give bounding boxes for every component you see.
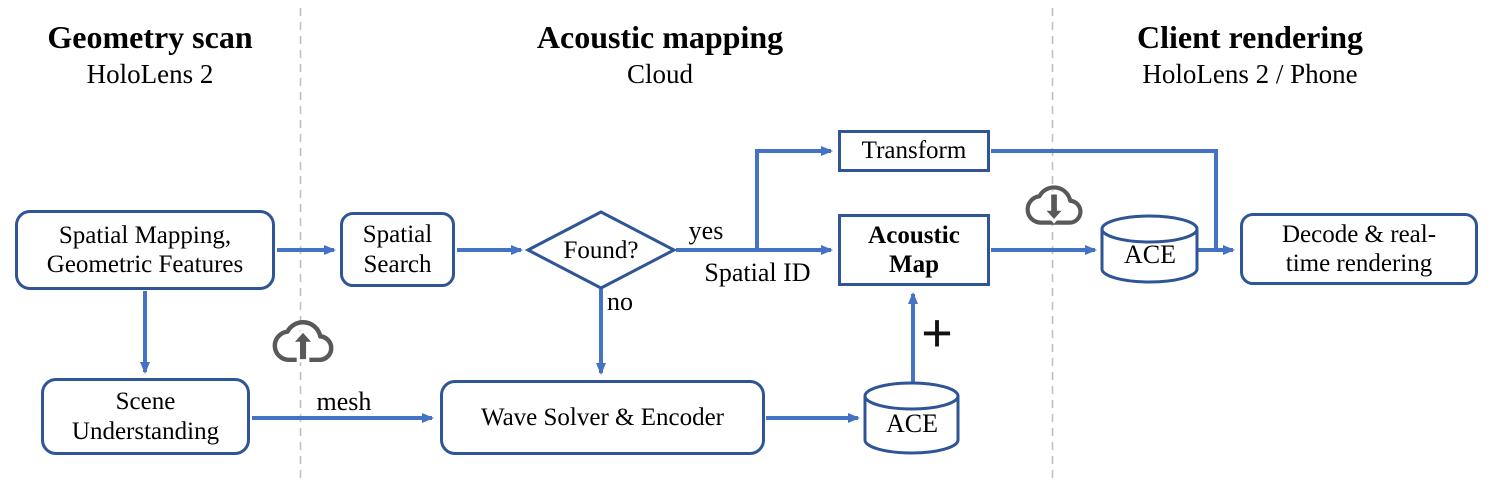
node-spatial-mapping: Spatial Mapping, Geometric Features xyxy=(15,210,275,290)
ace-cloud-label: ACE xyxy=(886,409,938,438)
section-subtitle: Cloud xyxy=(626,59,693,90)
edge-label-no: no xyxy=(607,287,633,316)
node-label: Spatial xyxy=(362,221,433,248)
edge-branch-transform xyxy=(755,146,833,248)
found-decision-label: Found? xyxy=(563,237,639,264)
node-label: Wave Solver & Encoder xyxy=(480,403,725,431)
node-acoustic-map: Acoustic Map xyxy=(838,214,990,286)
edge-label-mesh: mesh xyxy=(316,387,372,416)
node-label: Acoustic xyxy=(868,221,960,249)
node-label: Search xyxy=(363,250,432,278)
edge-label-plus: + xyxy=(921,303,953,363)
node-label: Understanding xyxy=(71,417,220,445)
found-decision-diamond xyxy=(524,210,678,290)
ace-client-cylinder xyxy=(1100,214,1199,284)
node-decode-rendering: Decode & real- time rendering xyxy=(1240,213,1478,285)
node-spatial-search: Spatial Search xyxy=(340,212,455,287)
section-title: Acoustic mapping xyxy=(536,19,784,55)
section-client-rendering: Client rendering HoloLens 2 / Phone xyxy=(1048,18,1452,91)
edge-label-spatial-id: Spatial ID xyxy=(704,258,811,287)
section-title: Geometry scan xyxy=(47,19,253,55)
node-scene-understanding: Scene Understanding xyxy=(41,378,250,455)
cloud-download-icon xyxy=(1025,185,1083,225)
section-title: Client rendering xyxy=(1136,19,1364,55)
node-label: Decode & real- xyxy=(1281,220,1437,248)
edge-label-yes: yes xyxy=(688,216,724,245)
section-subtitle: HoloLens 2 / Phone xyxy=(1142,59,1358,90)
cloud-upload-icon xyxy=(272,319,334,363)
edge-transform-decode xyxy=(991,149,1218,248)
node-label: Scene xyxy=(115,388,176,415)
ace-client-label: ACE xyxy=(1124,240,1176,269)
node-transform: Transform xyxy=(838,130,990,172)
section-acoustic-mapping: Acoustic mapping Cloud xyxy=(460,18,860,91)
node-label: Map xyxy=(889,251,939,278)
section-geometry-scan: Geometry scan HoloLens 2 xyxy=(0,18,300,91)
node-label: Transform xyxy=(861,137,967,165)
node-wave-solver-encoder: Wave Solver & Encoder xyxy=(440,380,765,455)
node-label: time rendering xyxy=(1285,250,1433,277)
section-subtitle: HoloLens 2 xyxy=(86,59,214,90)
node-label: Spatial Mapping, xyxy=(58,221,232,249)
node-label: Geometric Features xyxy=(46,251,244,278)
ace-cloud-cylinder xyxy=(863,381,960,455)
